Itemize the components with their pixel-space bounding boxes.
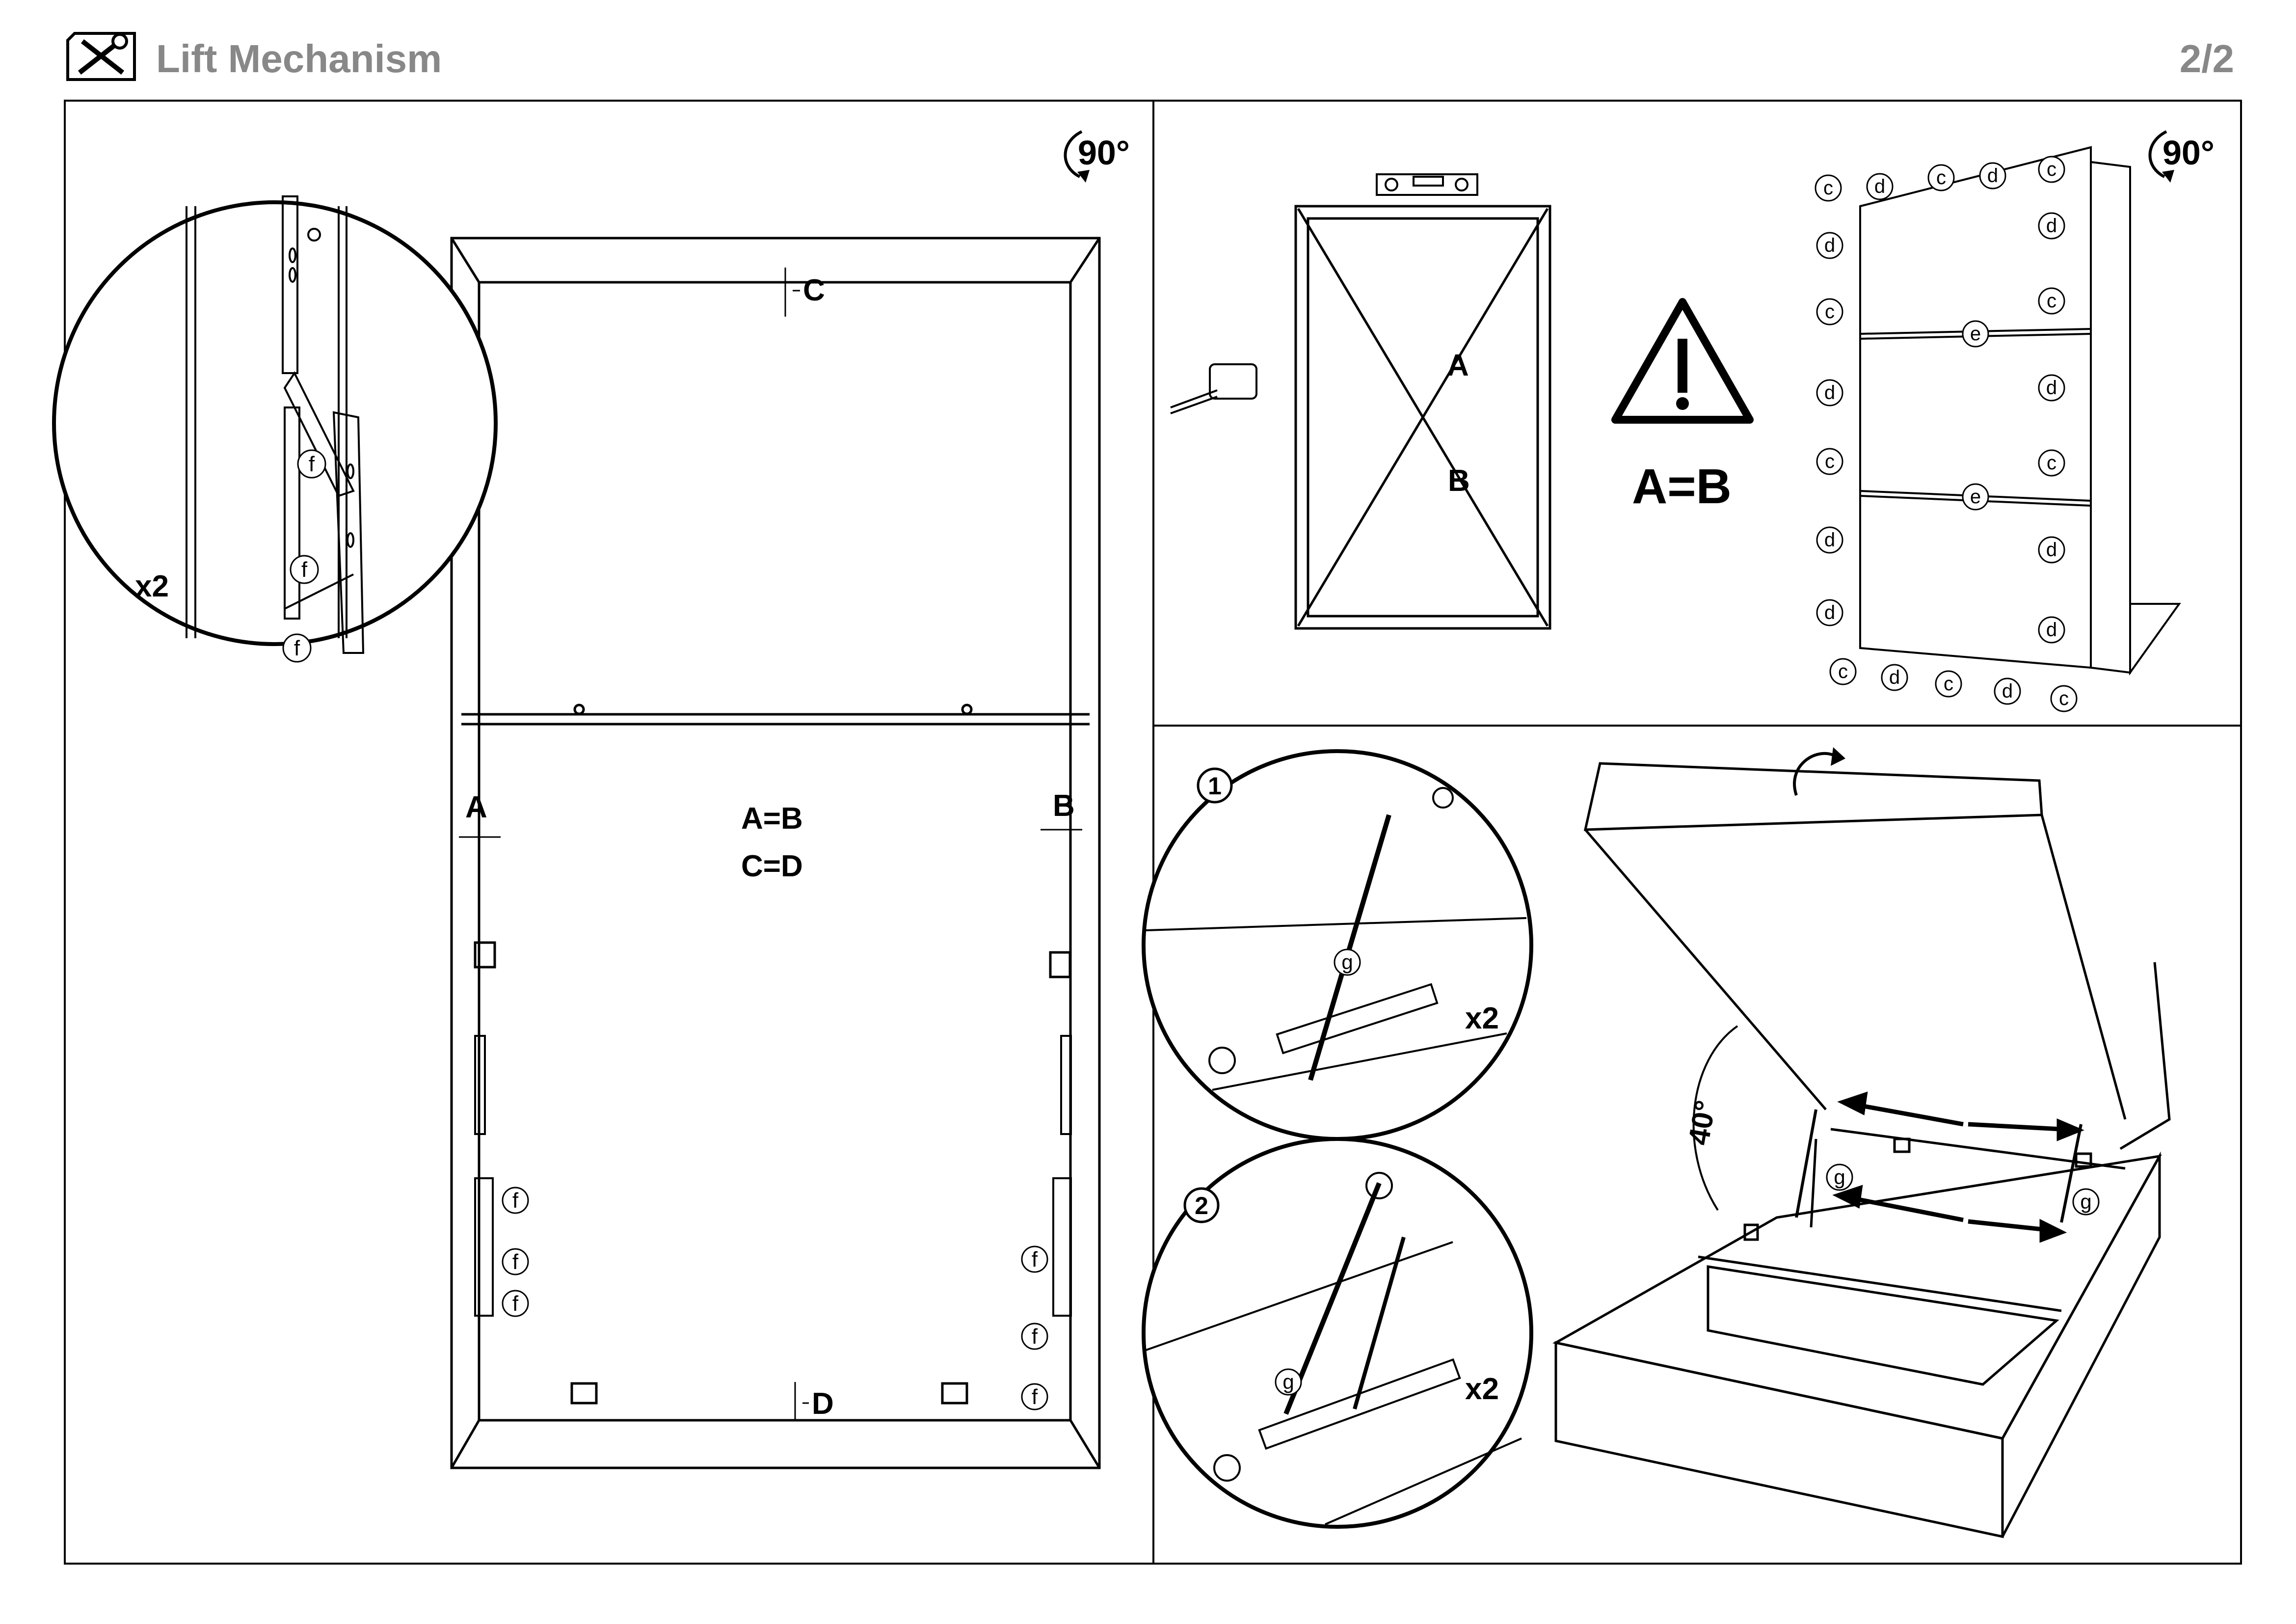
frame-diagonal-check (1294, 205, 1551, 630)
warning-equation: A=B (1632, 459, 1732, 514)
equation-a-b: A=B (741, 802, 803, 836)
diagonal-label-b: B (1448, 464, 1470, 498)
gas-strut (1795, 1109, 2082, 1223)
svg-text:d: d (1824, 602, 1835, 623)
part-f-4: f (1032, 1247, 1038, 1272)
spirit-level-icon (1376, 173, 1478, 196)
gap-label-b: B (1053, 789, 1075, 823)
tape-measure-icon (1170, 363, 1257, 414)
detail-multiplier: x2 (135, 569, 169, 603)
gap-marker-d: D (794, 1382, 834, 1421)
detail-part-f-3: f (294, 636, 300, 660)
svg-text:e: e (1970, 486, 1981, 508)
step-2-multiplier: x2 (1465, 1372, 1499, 1406)
slat-panel (1859, 146, 2181, 676)
rotate-icon: 90° (1064, 130, 1130, 183)
warning-icon (1611, 298, 1754, 424)
svg-text:d: d (1889, 667, 1900, 688)
svg-text:c: c (1825, 451, 1835, 472)
top-right-panel: A B A=B 90° c d c d (1170, 130, 2215, 712)
lift-bracket-left (474, 1035, 494, 1317)
svg-text:d: d (1874, 176, 1885, 197)
part-label-f: f f f f f f (502, 1187, 1048, 1410)
measure-arrows (1832, 1091, 2084, 1243)
svg-text:e: e (1970, 323, 1981, 345)
svg-text:d: d (2046, 539, 2057, 561)
angle-label: 40° (1682, 1098, 1722, 1147)
svg-text:d: d (1824, 235, 1835, 256)
svg-text:c: c (1838, 661, 1848, 682)
page-title: Lift Mechanism (156, 37, 442, 81)
svg-text:d: d (2002, 680, 2013, 702)
left-panel: 90° (52, 130, 1130, 1469)
step-2-detail: 2 g x2 (1142, 1137, 1533, 1529)
gap-label-c: C (803, 273, 825, 307)
diagonal-label-a: A (1447, 349, 1469, 382)
gap-label-d: D (812, 1387, 834, 1421)
rotate-icon-right: 90° (2148, 130, 2215, 183)
bed-part-g-2: g (2080, 1190, 2091, 1213)
svg-text:c: c (2047, 159, 2056, 180)
svg-text:d: d (1824, 382, 1835, 404)
svg-text:d: d (2046, 215, 2057, 237)
page-number: 2/2 (2179, 37, 2234, 81)
part-f-5: f (1032, 1325, 1038, 1349)
angle-arc (1692, 1025, 1738, 1211)
rotate-label-right: 90° (2163, 134, 2215, 172)
detail-part-f-1: f (309, 452, 315, 476)
svg-text:d: d (1824, 529, 1835, 551)
bottom-right-panel: 1 g x2 2 g x2 (1142, 747, 2171, 1539)
svg-text:c: c (1823, 177, 1833, 199)
gap-label-a: A (465, 790, 487, 824)
tools-icon (66, 32, 136, 81)
detail-magnifier: f f f x2 (52, 195, 498, 663)
step-1-part-g: g (1341, 950, 1353, 974)
svg-text:c: c (1944, 673, 1953, 695)
svg-text:c: c (2059, 688, 2069, 709)
part-f-3: f (512, 1292, 519, 1316)
bed-part-g-1: g (1834, 1165, 1845, 1189)
step-2-label: 2 (1195, 1192, 1208, 1219)
part-f-6: f (1032, 1385, 1038, 1409)
gap-marker-b: B (1041, 789, 1082, 831)
header-icon (65, 30, 137, 82)
svg-text:d: d (1987, 165, 1998, 187)
gap-marker-a: A (459, 790, 501, 838)
svg-text:c: c (1936, 167, 1946, 189)
step-1-label: 1 (1208, 772, 1222, 800)
equation-c-d: C=D (741, 849, 803, 883)
svg-text:d: d (2046, 619, 2057, 641)
svg-text:c: c (2047, 452, 2056, 474)
gap-marker-c: C (784, 268, 825, 317)
bed-frame (450, 237, 1101, 1469)
lift-arrow-head (1831, 747, 1845, 766)
step-1-multiplier: x2 (1465, 1001, 1499, 1035)
step-2-part-g: g (1282, 1370, 1294, 1393)
detail-part-f-2: f (301, 558, 308, 582)
svg-text:d: d (2046, 377, 2057, 399)
part-f-1: f (512, 1189, 519, 1213)
bed-open-view (1552, 762, 2171, 1539)
svg-text:c: c (2047, 290, 2056, 312)
svg-text:c: c (1825, 301, 1835, 323)
slat-labels: c d c d c d c d c d d d c d c d d c d c … (1815, 156, 2078, 712)
lift-arrow-icon (1793, 752, 1837, 796)
rotate-label: 90° (1078, 134, 1130, 172)
lift-bracket-right (1052, 1035, 1072, 1317)
step-1-detail: 1 g x2 (1142, 749, 1533, 1141)
part-f-2: f (512, 1250, 519, 1274)
